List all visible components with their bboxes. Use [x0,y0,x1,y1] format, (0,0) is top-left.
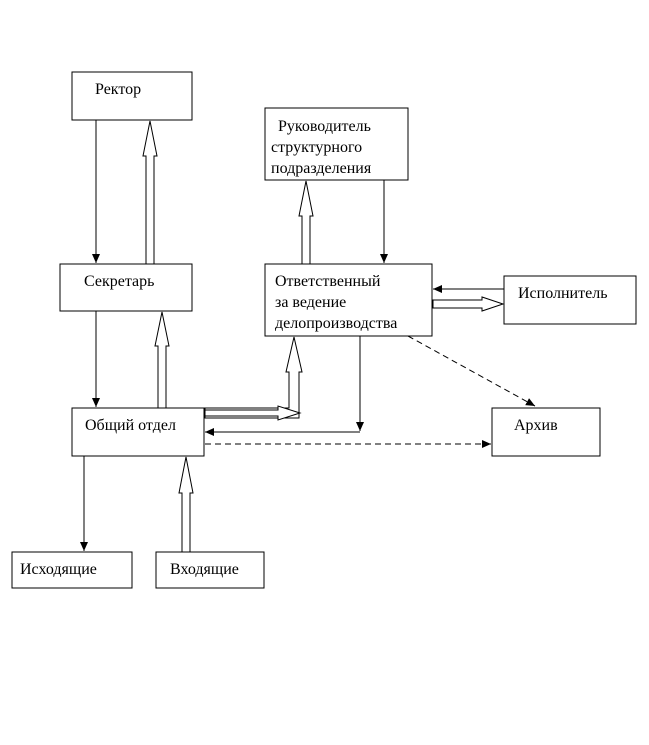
node-responsible: Ответственный за ведение делопроизводств… [264,263,433,337]
node-responsible-line-2: за ведение [275,294,346,311]
node-responsible-line-3: делопроизводства [275,315,397,332]
node-head-line-2: структурного [271,139,362,156]
node-secretary-line-1: Секретарь [84,273,154,290]
hollow-arrow-responsible-to-executor [432,296,505,312]
node-secretary: Секретарь [59,263,193,312]
node-head-line-3: подразделения [271,160,372,177]
node-archive-line-1: Архив [514,417,558,434]
node-incoming-line-1: Входящие [170,561,239,578]
node-rector-line-1: Ректор [95,81,141,98]
node-head: Руководитель структурного подразделения [264,107,409,181]
hollow-arrow-incoming-to-general [178,456,194,553]
node-outgoing-line-1: Исходящие [20,561,97,578]
node-rector: Ректор [71,71,193,121]
hollow-arrow-general-to-responsible [204,336,303,419]
hollow-arrow-responsible-to-head [298,180,314,265]
hollow-arrow-general-to-secretary [154,311,170,409]
node-outgoing: Исходящие [11,551,133,589]
node-head-line-1: Руководитель [278,118,371,135]
node-incoming: Входящие [155,551,265,589]
node-executor: Исполнитель [503,275,637,325]
node-executor-line-1: Исполнитель [518,285,608,302]
node-archive: Архив [491,407,601,457]
node-general: Общий отдел [71,407,205,457]
hollow-arrow-secretary-to-rector [142,120,158,265]
hollow-arrow-general-to-responsible-head [204,405,302,421]
node-general-line-1: Общий отдел [85,417,176,434]
arrow-responsible-to-archive [407,335,536,407]
node-responsible-line-1: Ответственный [275,273,381,290]
